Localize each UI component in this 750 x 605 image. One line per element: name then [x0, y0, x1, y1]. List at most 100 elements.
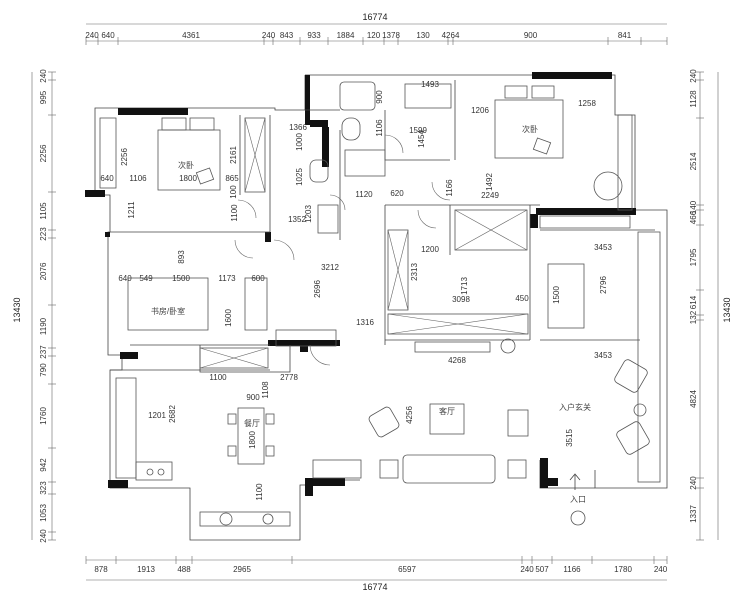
- inner-dimension-label: 1108: [261, 381, 270, 399]
- vanity: [404, 83, 452, 109]
- inner-dimension-label: 1316: [356, 318, 374, 327]
- bottom-dimension-label: 1780: [614, 565, 632, 574]
- chair-icon: [265, 413, 275, 425]
- left-dimension-label: 942: [39, 458, 48, 472]
- inner-dimension-label: 865: [225, 174, 239, 183]
- bottom-dimension-label: 507: [535, 565, 549, 574]
- top-dimension-label: 4361: [182, 31, 200, 40]
- left-dimension-label: 223: [39, 227, 48, 241]
- bottom-dimension-label: 240: [654, 565, 668, 574]
- right-dimension-label: 4824: [689, 390, 698, 408]
- stove-icon: [135, 461, 173, 481]
- inner-dimension-label: 1106: [129, 174, 147, 183]
- left-dimension-label: 2256: [39, 144, 48, 162]
- bed-study: [127, 277, 209, 331]
- right-dimension-label: 466: [689, 210, 698, 224]
- top-dimension-label: 640: [101, 31, 115, 40]
- top-dimension-label: 900: [524, 31, 538, 40]
- cabinet: [539, 215, 631, 229]
- right-dimension-label: 132: [689, 310, 698, 324]
- left-dimension-label: 323: [39, 481, 48, 495]
- inner-dimension-label: 1100: [230, 204, 239, 222]
- bottom-dimension-label: 1913: [137, 565, 155, 574]
- inner-dimension-label: 1211: [127, 201, 136, 219]
- inner-dimension-label: 100: [229, 185, 238, 199]
- right-dimension-label: 1337: [689, 505, 698, 523]
- right-dimension-label: 240: [689, 69, 698, 83]
- chair-icon: [227, 445, 237, 457]
- inner-dimension-label: 1100: [255, 483, 264, 501]
- shoe-cabinet: [637, 231, 661, 483]
- top-total-dimension: 16774: [362, 12, 387, 22]
- inner-dimension-label: 900: [246, 393, 260, 402]
- inner-dimension-label: 1454: [417, 130, 426, 148]
- inner-dimension-label: 1106: [375, 119, 384, 137]
- sofa-icon: [402, 454, 496, 484]
- inner-dimension-label: 640: [118, 274, 132, 283]
- inner-dimension-label: 2249: [481, 191, 499, 200]
- inner-dimension-label: 2778: [280, 373, 298, 382]
- room-label-living: 客厅: [439, 406, 455, 416]
- inner-dimension-label: 1713: [460, 277, 469, 295]
- inner-dimension-label: 3453: [594, 243, 612, 252]
- inner-dimension-label: 1500: [552, 286, 561, 304]
- kitchen-counter: [115, 377, 137, 479]
- inner-dimension-label: 900: [375, 90, 384, 104]
- right-dimension-label: 1128: [689, 90, 698, 108]
- bay-window: [617, 114, 633, 211]
- shower-icon: [344, 149, 386, 177]
- armchair-icon: [614, 359, 648, 393]
- chair-icon: [195, 167, 215, 185]
- left-dimension-chain: 2409952256110522320761190237790176094232…: [12, 69, 56, 543]
- inner-dimension-label: 1166: [445, 179, 454, 197]
- plant-icon: [262, 513, 274, 525]
- cabinet: [387, 229, 409, 311]
- left-dimension-label: 790: [39, 363, 48, 377]
- top-dimension-label: 841: [618, 31, 632, 40]
- toilet-icon: [309, 159, 329, 183]
- armchair-icon: [368, 406, 400, 438]
- top-dimension-label: 1884: [337, 31, 355, 40]
- dining-table: [237, 407, 265, 465]
- furniture: [99, 81, 661, 527]
- right-dimension-label: 614: [689, 295, 698, 309]
- chair-icon: [265, 445, 275, 457]
- chair-icon: [532, 137, 552, 155]
- cabinet: [387, 313, 529, 335]
- pillow-icon: [189, 117, 215, 131]
- inner-dimension-label: 893: [177, 250, 186, 264]
- inner-dimension-label: 1000: [295, 133, 304, 151]
- left-dimension-label: 1190: [39, 317, 48, 335]
- inner-dimension-label: 4256: [405, 406, 414, 424]
- side-table-icon: [633, 403, 647, 417]
- top-dimension-label: 843: [280, 31, 294, 40]
- window-bench: [199, 511, 291, 527]
- bottom-dimension-label: 1166: [563, 565, 581, 574]
- inner-dimension-label: 1025: [295, 168, 304, 186]
- inner-dimension-label: 1366: [289, 123, 307, 132]
- inner-dimension-label: 1173: [218, 274, 236, 283]
- left-dimension-label: 240: [39, 69, 48, 83]
- inner-dimension-label: 640: [100, 174, 114, 183]
- inner-dimension-label: 2696: [313, 280, 322, 298]
- bottom-dimension-label: 6597: [398, 565, 416, 574]
- inner-dimension-label: 2161: [229, 146, 238, 164]
- inner-dimension-label: 1200: [421, 245, 439, 254]
- top-dimension-label: 120: [367, 31, 381, 40]
- plant-icon: [500, 338, 516, 354]
- armchair-icon: [616, 421, 650, 455]
- inner-dimension-label: 450: [515, 294, 529, 303]
- inner-dimension-label: 2796: [599, 276, 608, 294]
- side-table-icon: [507, 459, 527, 479]
- top-dimension-label: 240: [85, 31, 99, 40]
- ottoman: [507, 409, 529, 437]
- left-total-dimension: 13430: [12, 297, 22, 322]
- inner-dimension-label: 549: [139, 274, 153, 283]
- bottom-total-dimension: 16774: [362, 582, 387, 592]
- chair-icon: [227, 413, 237, 425]
- left-dimension-label: 240: [39, 529, 48, 543]
